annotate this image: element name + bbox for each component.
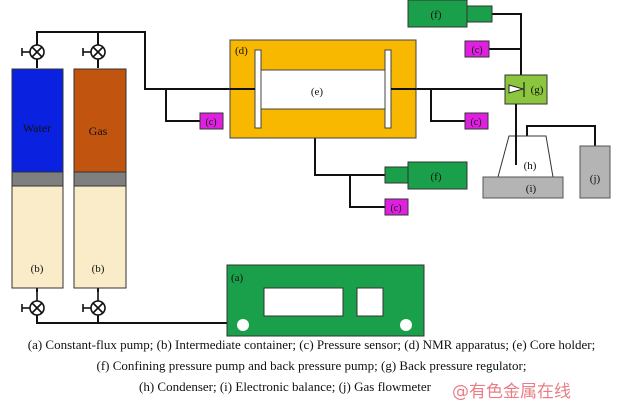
- caption-line-2: (f) Confining pressure pump and back pre…: [96, 358, 527, 373]
- pipe-back-pressure: [492, 13, 522, 75]
- svg-text:(j): (j): [590, 173, 601, 185]
- svg-text:(c): (c): [470, 117, 481, 128]
- pump-port: [237, 319, 249, 331]
- core-holder: [260, 69, 392, 110]
- pipe-sensor-confining: [349, 175, 385, 208]
- constant-flux-pump: (a): [226, 264, 425, 337]
- container-label: (b): [31, 263, 44, 275]
- valve-icon[interactable]: [82, 287, 106, 316]
- svg-text:(f): (f): [431, 9, 442, 21]
- pressure-sensor: (c): [384, 198, 409, 216]
- electronic-balance: (i): [482, 176, 564, 199]
- pressure-pump: (f): [407, 0, 493, 28]
- nmr-apparatus: (d) (e): [229, 39, 417, 139]
- pressure-sensor: (c): [199, 112, 224, 130]
- pipe-confining: [314, 138, 385, 176]
- pressure-sensor: (c): [464, 40, 490, 58]
- caption-line-3: (h) Condenser; (i) Electronic balance; (…: [138, 379, 432, 394]
- gas-label: Gas: [89, 124, 108, 138]
- pipe-sensor-outlet: [430, 89, 465, 122]
- valve-icon[interactable]: [21, 44, 45, 68]
- pump-panel: [356, 287, 384, 317]
- caption-line-1: (a) Constant-flux pump; (b) Intermediate…: [27, 337, 596, 352]
- watermark: @有色金属在线: [452, 382, 571, 402]
- svg-text:(c): (c): [390, 203, 401, 214]
- svg-text:(c): (c): [205, 117, 216, 128]
- pipe-to-flowmeter: [526, 125, 596, 146]
- svg-text:(a): (a): [231, 272, 244, 284]
- valve-icon[interactable]: [82, 44, 106, 68]
- core-holder-endcap: [384, 49, 392, 129]
- pressure-sensor: (c): [464, 112, 489, 130]
- svg-text:(h): (h): [524, 160, 537, 172]
- nmr-label: (d): [235, 45, 248, 57]
- condenser: (h): [497, 104, 554, 178]
- water-label: Water: [23, 121, 51, 135]
- core-holder-label: (e): [311, 86, 324, 98]
- svg-text:(g): (g): [531, 84, 544, 96]
- svg-text:(f): (f): [431, 171, 442, 183]
- pump-display: [263, 287, 344, 317]
- core-holder-endcap: [254, 49, 262, 129]
- container-gas: Gas (b): [73, 68, 127, 289]
- valves: [21, 44, 106, 316]
- svg-text:(i): (i): [526, 183, 537, 195]
- check-valve-icon: [508, 84, 525, 94]
- valve-icon[interactable]: [21, 287, 45, 316]
- gas-flowmeter: (j): [579, 145, 611, 199]
- pipe-inlet: [36, 31, 260, 90]
- pipe-pump-outlet: [36, 312, 240, 324]
- pipe-sensor-inlet: [165, 89, 200, 122]
- back-pressure-regulator: (g): [504, 74, 548, 105]
- container-water: Water (b): [11, 68, 64, 289]
- pump-port: [400, 319, 412, 331]
- container-label: (b): [92, 263, 105, 275]
- pressure-pump: (f): [384, 161, 468, 190]
- svg-text:(c): (c): [471, 45, 482, 56]
